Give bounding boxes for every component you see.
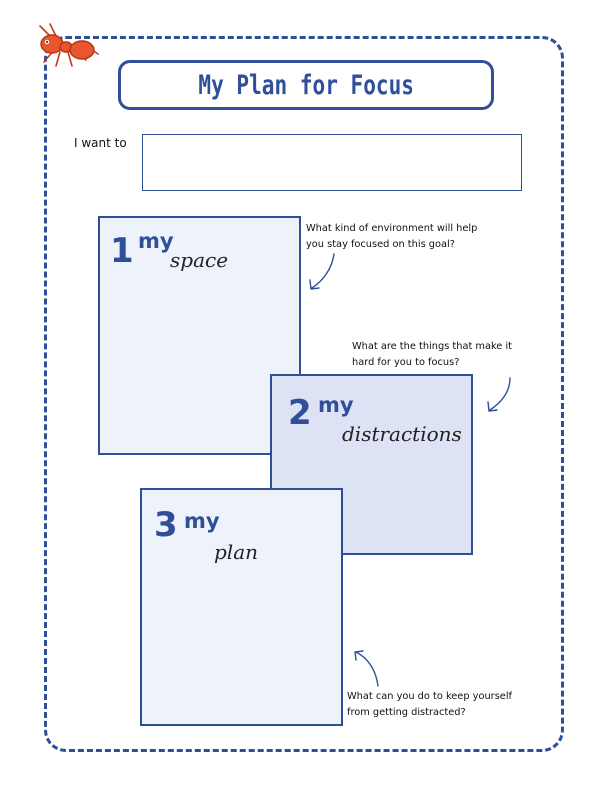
plan-question: What can you do to keep yourself from ge…: [347, 691, 513, 718]
section-prefix: my: [184, 509, 220, 533]
dashed-page-border: [44, 36, 564, 752]
curved-arrow-icon: [487, 377, 511, 412]
section-number: 1: [110, 231, 134, 271]
distractions-question: What are the things that make it hard fo…: [352, 341, 513, 368]
section-prefix: my: [318, 393, 354, 417]
section-word: distractions: [342, 422, 462, 446]
section-word: space: [170, 248, 229, 272]
section-number: 3: [154, 505, 178, 545]
space-box[interactable]: 1 my space: [98, 216, 301, 455]
curved-arrow-icon: [309, 253, 335, 290]
space-question: What kind of environment will help you s…: [306, 223, 478, 250]
section-prefix: my: [138, 229, 174, 253]
curved-arrow-icon: [354, 650, 379, 687]
plan-box[interactable]: 3 my plan: [140, 488, 343, 726]
ant-mascot-icon: [39, 23, 99, 67]
section-number: 2: [288, 393, 312, 433]
section-word: plan: [214, 540, 259, 564]
page-title: My Plan for Focus: [198, 69, 414, 101]
goal-input[interactable]: [142, 134, 522, 191]
goal-label: I want to: [74, 136, 127, 150]
title-banner: My Plan for Focus: [118, 60, 494, 110]
